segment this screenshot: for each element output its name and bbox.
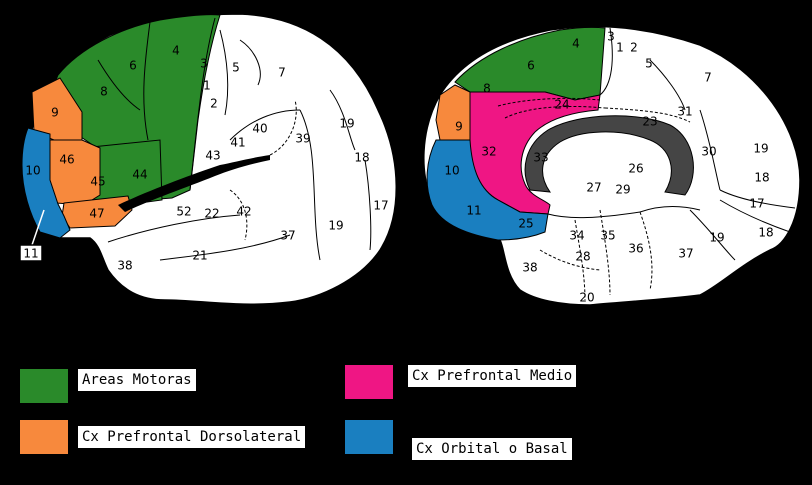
svg-text:1: 1 <box>203 79 211 93</box>
svg-text:44: 44 <box>132 168 147 182</box>
svg-text:43: 43 <box>205 149 220 163</box>
svg-text:19: 19 <box>709 231 724 245</box>
svg-text:17: 17 <box>749 197 764 211</box>
svg-text:36: 36 <box>628 242 643 256</box>
svg-text:4: 4 <box>172 44 180 58</box>
svg-text:6: 6 <box>129 59 137 73</box>
svg-text:29: 29 <box>615 183 630 197</box>
svg-text:33: 33 <box>533 151 548 165</box>
svg-text:22: 22 <box>204 207 219 221</box>
svg-text:40: 40 <box>252 122 267 136</box>
svg-text:42: 42 <box>236 205 251 219</box>
svg-text:46: 46 <box>59 153 74 167</box>
svg-text:3: 3 <box>607 30 615 44</box>
svg-text:21: 21 <box>192 249 207 263</box>
svg-text:27: 27 <box>586 181 601 195</box>
svg-text:30: 30 <box>701 145 716 159</box>
svg-text:3: 3 <box>200 57 208 71</box>
svg-text:32: 32 <box>481 145 496 159</box>
svg-text:7: 7 <box>704 71 712 85</box>
svg-text:45: 45 <box>90 175 105 189</box>
svg-text:10: 10 <box>25 164 40 178</box>
legend-swatch-motor <box>20 369 68 403</box>
svg-text:31: 31 <box>677 105 692 119</box>
legend-label-orbital: Cx Orbital o Basal <box>412 438 572 460</box>
legend-label-dorsolateral: Cx Prefrontal Dorsolateral <box>78 426 305 448</box>
svg-text:35: 35 <box>600 229 615 243</box>
svg-text:8: 8 <box>100 85 108 99</box>
svg-text:20: 20 <box>579 291 594 305</box>
svg-text:5: 5 <box>232 61 240 75</box>
svg-text:18: 18 <box>354 151 369 165</box>
svg-text:2: 2 <box>630 41 638 55</box>
svg-text:4: 4 <box>572 37 580 51</box>
svg-text:52: 52 <box>176 205 191 219</box>
svg-text:25: 25 <box>518 217 533 231</box>
svg-text:9: 9 <box>51 106 59 120</box>
svg-text:38: 38 <box>117 259 132 273</box>
svg-text:1: 1 <box>616 41 624 55</box>
svg-text:23: 23 <box>642 115 657 129</box>
svg-text:24: 24 <box>554 98 569 112</box>
svg-text:7: 7 <box>278 66 286 80</box>
legend-label-motor: Areas Motoras <box>78 369 196 391</box>
svg-text:8: 8 <box>483 82 491 96</box>
svg-text:39: 39 <box>295 132 310 146</box>
svg-text:11: 11 <box>466 204 481 218</box>
svg-text:18: 18 <box>758 226 773 240</box>
svg-text:18: 18 <box>754 171 769 185</box>
svg-text:38: 38 <box>522 261 537 275</box>
svg-text:19: 19 <box>328 219 343 233</box>
svg-text:19: 19 <box>753 142 768 156</box>
legend-swatch-orbital <box>345 420 393 454</box>
svg-text:10: 10 <box>444 164 459 178</box>
svg-text:34: 34 <box>569 229 584 243</box>
svg-text:19: 19 <box>339 117 354 131</box>
svg-text:47: 47 <box>89 207 104 221</box>
svg-text:37: 37 <box>280 229 295 243</box>
legend-swatch-medial <box>345 365 393 399</box>
svg-text:5: 5 <box>645 57 653 71</box>
svg-text:2: 2 <box>210 97 218 111</box>
legend-swatch-dorsolateral <box>20 420 68 454</box>
svg-text:17: 17 <box>373 199 388 213</box>
svg-text:28: 28 <box>575 250 590 264</box>
svg-text:6: 6 <box>527 59 535 73</box>
legend-label-medial: Cx Prefrontal Medio <box>408 365 576 387</box>
svg-text:9: 9 <box>455 120 463 134</box>
area11-callout-label: 11 <box>23 247 38 261</box>
svg-text:26: 26 <box>628 162 643 176</box>
svg-text:41: 41 <box>230 136 245 150</box>
svg-text:37: 37 <box>678 247 693 261</box>
